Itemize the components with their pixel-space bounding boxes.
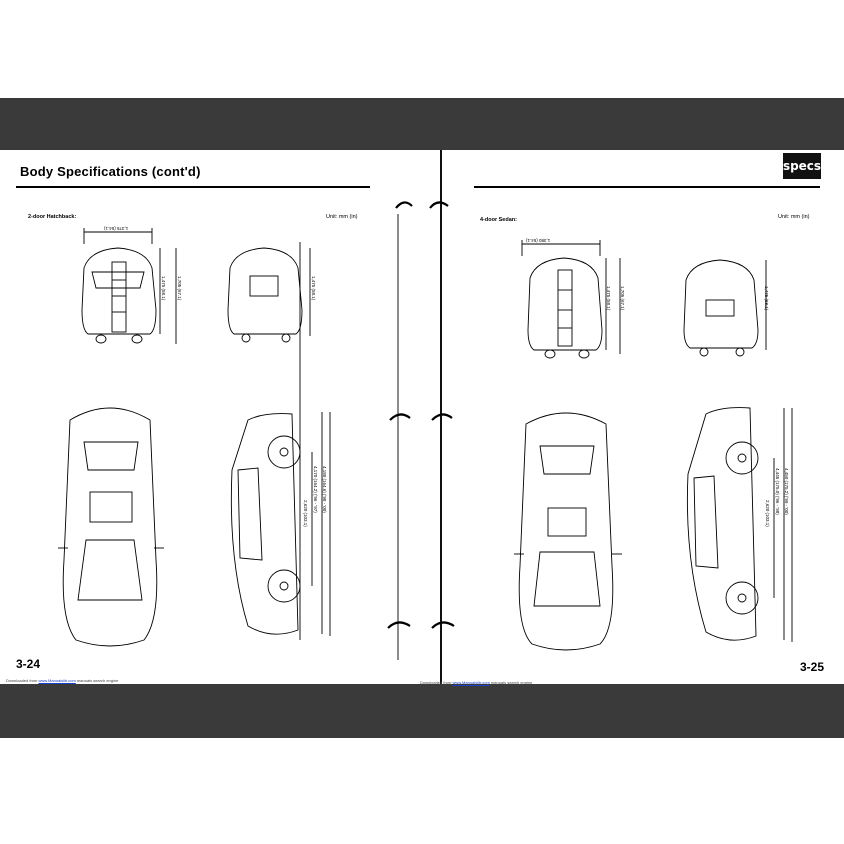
hatchback-rear-view <box>227 242 311 640</box>
page-number-left: 3-24 <box>16 657 41 671</box>
unit-label-left: Unit: mm (in) <box>326 214 358 220</box>
page-number-right: 3-25 <box>800 660 825 674</box>
sedan-rear-view <box>683 259 767 357</box>
footer-prefix-left: Downloaded from <box>6 678 38 683</box>
title-rule-left <box>16 186 370 188</box>
unit-label-right: Unit: mm (in) <box>778 214 810 220</box>
hatchback-top-view <box>58 407 164 647</box>
title-rule-right <box>474 186 820 188</box>
footer-link-left[interactable]: www.Manualslib.com <box>38 678 76 683</box>
footer-right: Downloaded from www.Manualslib.com manua… <box>420 680 532 685</box>
sedan-side-view <box>686 407 793 642</box>
bottom-dark-band <box>0 684 844 738</box>
page-title: Body Specifications (cont'd) <box>20 164 201 179</box>
footer-suffix-right: manuals search engine <box>490 680 533 685</box>
top-dark-band <box>0 98 844 150</box>
specs-badge: specs <box>783 153 821 179</box>
left-page <box>4 150 440 684</box>
footer-prefix-right: Downloaded from <box>420 680 452 685</box>
footer-left: Downloaded from www.Manualslib.com manua… <box>6 678 118 683</box>
hatchback-front-view <box>81 228 177 344</box>
hatchback-label: 2-door Hatchback: <box>28 214 77 220</box>
page-gutter <box>440 150 442 684</box>
sedan-label: 4-door Sedan: <box>480 217 517 223</box>
sedan-top-view <box>514 412 622 651</box>
footer-suffix-left: manuals search engine <box>76 678 119 683</box>
binder-rings <box>387 201 455 629</box>
sedan-front-view <box>521 240 621 359</box>
footer-link-right[interactable]: www.Manualslib.com <box>452 680 490 685</box>
hatchback-side-view <box>230 412 331 636</box>
